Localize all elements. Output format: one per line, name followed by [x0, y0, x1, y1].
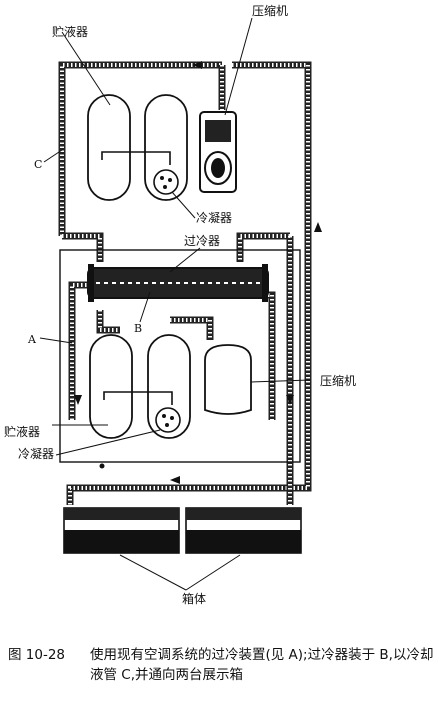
flow-arrow-left: [74, 395, 82, 405]
label-compressor-mid: 压缩机: [320, 374, 357, 388]
subcooler: [87, 264, 269, 302]
display-cabinet-right: [185, 507, 302, 554]
label-cabinet: 箱体: [182, 592, 207, 606]
receiver-top: [87, 94, 131, 201]
label-compressor-top: 压缩机: [252, 4, 289, 18]
flow-arrow-bottom: [170, 476, 180, 484]
condenser-mid-head: [155, 407, 181, 433]
flow-arrow-mid: [286, 395, 294, 405]
refrigeration-diagram: [39, 17, 322, 591]
receiver-mid: [89, 334, 133, 439]
label-receiver-top: 贮液器: [52, 25, 89, 39]
compressor-top: [199, 111, 237, 193]
condenser-top: [144, 94, 188, 201]
label-loop-a: A: [28, 333, 36, 346]
compressor-mid: [204, 344, 252, 415]
label-subcooler: 过冷器: [184, 234, 221, 248]
label-condenser-top: 冷凝器: [196, 211, 233, 225]
label-condenser-mid: 冷凝器: [18, 447, 55, 461]
flow-arrow-top: [192, 61, 202, 69]
condenser-top-head: [153, 169, 179, 195]
leader-lines: [39, 17, 311, 591]
label-receiver-mid: 贮液器: [4, 425, 41, 439]
label-position-b: B: [134, 322, 143, 335]
caption-text: 使用现有空调系统的过冷装置(见 A);过冷器装于 B,以冷却液管 C,并通向两台…: [90, 647, 434, 683]
equipment-frame: [59, 249, 301, 463]
display-cabinet-left: [63, 507, 180, 554]
caption-number: 图 10-28: [8, 647, 66, 663]
label-pipe-c: C: [34, 158, 43, 171]
liquid-pipe-c: [58, 61, 312, 505]
flow-arrow-right: [314, 222, 322, 232]
